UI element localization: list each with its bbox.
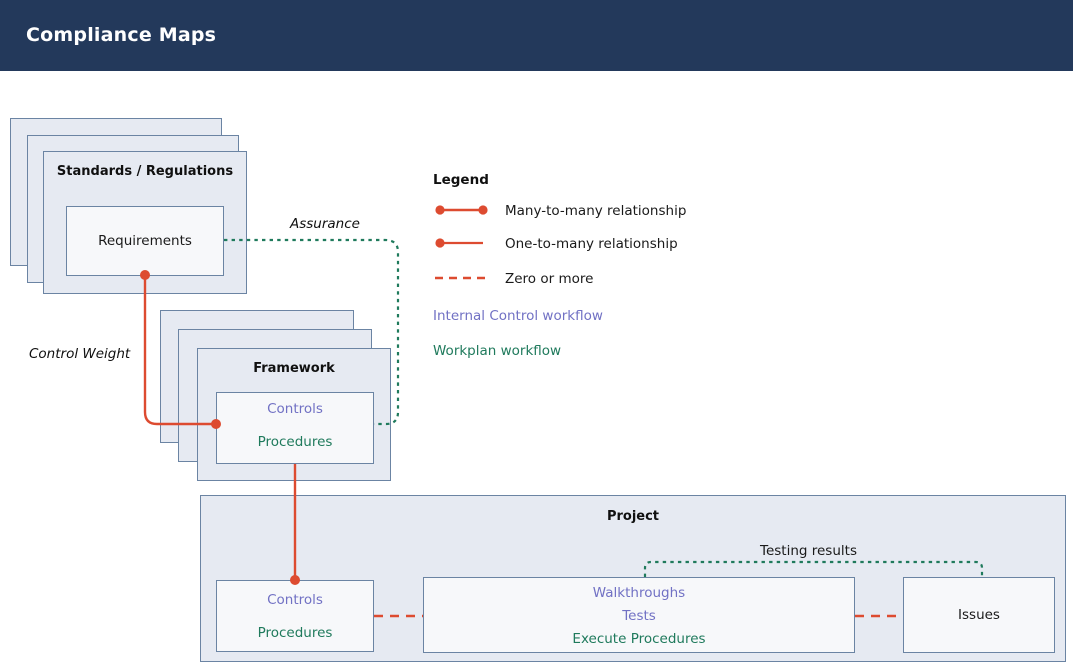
legend-swatch-one-to-many-dot-left — [435, 238, 445, 248]
tests-label: Tests — [622, 608, 656, 624]
legend-swatch-many-to-many-dot-right — [478, 205, 488, 215]
project-procedures-label: Procedures — [257, 625, 333, 641]
project-controls-label: Controls — [267, 592, 323, 608]
legend-item-label-1: One-to-many relationship — [505, 236, 678, 252]
legend-swatch-many-to-many-dot-left — [435, 205, 445, 215]
legend-title: Legend — [433, 172, 489, 188]
standards-title: Standards / Regulations — [56, 164, 234, 179]
requirements-label: Requirements — [98, 233, 192, 249]
framework-title: Framework — [253, 361, 335, 376]
legend-workflow-workplan: Workplan workflow — [433, 343, 562, 359]
project-issues-box[interactable]: Issues — [903, 577, 1055, 653]
execute-procedures-label: Execute Procedures — [572, 631, 706, 647]
legend-item-label-0: Many-to-many relationship — [505, 203, 687, 219]
requirements-box[interactable]: Requirements — [66, 206, 224, 276]
app-header: Compliance Maps — [0, 0, 1073, 71]
walkthroughs-label: Walkthroughs — [592, 585, 686, 601]
page-title: Compliance Maps — [26, 24, 217, 46]
assurance-edge-label: Assurance — [290, 216, 360, 232]
project-controls-box[interactable]: Controls Procedures — [216, 580, 374, 652]
framework-controls-label: Controls — [267, 401, 323, 417]
testing-results-label: Testing results — [760, 543, 857, 559]
project-testing-box[interactable]: Walkthroughs Tests Execute Procedures — [423, 577, 855, 653]
framework-procedures-label: Procedures — [257, 434, 333, 450]
project-title: Project — [606, 509, 660, 524]
control-weight-edge-label: Control Weight — [29, 346, 131, 362]
framework-inner-box[interactable]: Controls Procedures — [216, 392, 374, 464]
legend-workflow-internal-control: Internal Control workflow — [433, 308, 603, 324]
legend-item-label-2: Zero or more — [505, 271, 594, 287]
issues-label: Issues — [958, 607, 1000, 623]
